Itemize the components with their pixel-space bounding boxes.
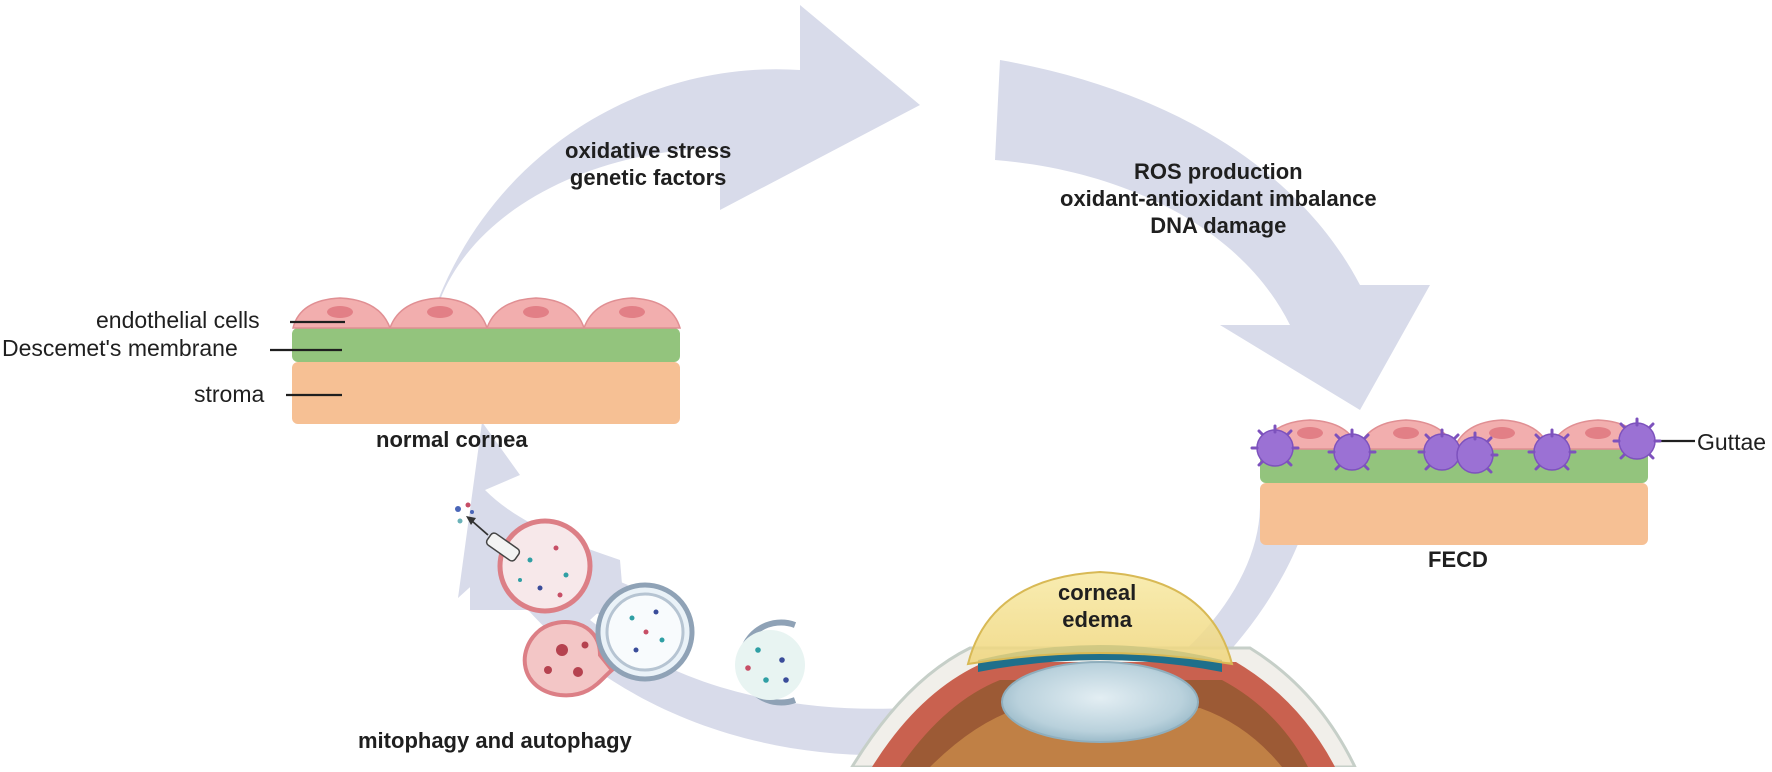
corneal-edema-line-1: corneal xyxy=(1058,580,1137,605)
imbalance-text: oxidant-antioxidant imbalance xyxy=(1060,186,1377,211)
corneal-edema-label: corneal edema xyxy=(1058,579,1136,633)
dna-damage-text: DNA damage xyxy=(1150,213,1287,238)
ros-production-text: ROS production xyxy=(1133,159,1303,184)
autophagosome-content xyxy=(629,609,665,653)
exocytosis-arrow xyxy=(471,520,489,536)
fecd-label: FECD xyxy=(1428,547,1488,572)
normal-cornea-label: normal cornea xyxy=(376,427,528,452)
released-particles xyxy=(455,502,474,524)
autolysosome xyxy=(522,620,615,698)
normal-stroma-layer xyxy=(292,362,680,424)
top-left-arrow-label: oxidative stress genetic factors xyxy=(565,137,731,191)
normal-descemet-layer xyxy=(292,328,680,362)
guttae-label: Guttae xyxy=(1697,429,1767,455)
fecd-cornea xyxy=(1250,417,1662,545)
phagophore-content xyxy=(745,647,789,683)
pointer-lines xyxy=(270,320,1695,443)
genetic-factors-text: genetic factors xyxy=(569,165,727,190)
normal-cornea xyxy=(292,297,681,424)
mitophagy-autophagy-label: mitophagy and autophagy xyxy=(358,728,632,753)
corneal-edema-line-2: edema xyxy=(1062,607,1132,632)
fecd-stroma-layer xyxy=(1260,483,1648,545)
eye-lens xyxy=(1001,661,1199,743)
arrow-top-left xyxy=(438,5,920,300)
top-right-arrow-label: ROS production oxidant-antioxidant imbal… xyxy=(1060,158,1377,239)
fecd-nuclei xyxy=(1297,427,1611,439)
eye-illustration xyxy=(849,570,1358,769)
oxidative-stress-text: oxidative stress xyxy=(565,138,732,163)
corneal-edema-dome xyxy=(966,570,1234,666)
phagophore-fill xyxy=(735,630,805,700)
stroma-label: stroma xyxy=(194,381,265,407)
autolysosome-content xyxy=(544,641,589,677)
endothelial-cells-label: endothelial cells xyxy=(96,307,260,333)
arrow-top-right xyxy=(995,60,1430,410)
guttae-spikes xyxy=(1250,417,1662,474)
descemets-membrane-label: Descemet's membrane xyxy=(2,335,238,361)
autophagy-vesicles xyxy=(455,502,805,706)
guttae-excrescences xyxy=(1256,422,1656,474)
normal-nuclei xyxy=(327,306,645,318)
exocytosis-arrowhead xyxy=(466,516,476,525)
lysosome-vesicle xyxy=(497,518,593,614)
exocytosis-syringe xyxy=(485,532,521,562)
lysosome-content xyxy=(518,545,569,598)
